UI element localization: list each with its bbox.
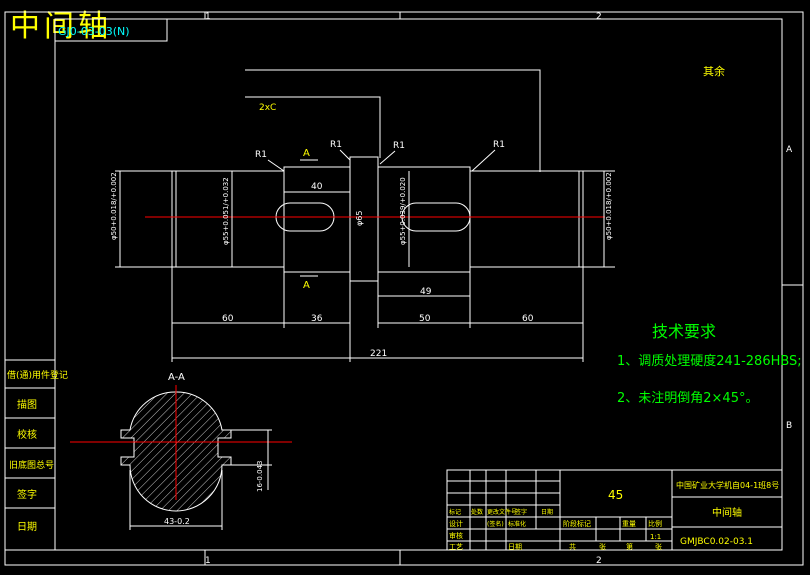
dim-total-length: 221: [370, 349, 387, 359]
tb-scale: 1:1: [650, 533, 661, 541]
left-block-cell-2: 描图: [17, 398, 37, 411]
zone-top-2: 2: [596, 12, 602, 22]
surface-note: 其余: [703, 64, 725, 78]
drawing-code-text: GJ0-03-03(N): [58, 25, 130, 38]
radius-label-4: R1: [493, 140, 505, 150]
title-block-material: 45: [608, 488, 623, 502]
tb-row1-4: 日期: [541, 508, 553, 516]
section-dim-lines: [129, 429, 272, 530]
dim-collar-diameter: φ65: [355, 211, 364, 226]
dim-seg-4: 60: [522, 314, 534, 324]
zone-top-1: 1: [205, 12, 211, 22]
tb-row1-1: 处数: [471, 508, 483, 516]
drawing-title-overlay: 中间轴: [10, 9, 112, 44]
section-label: A-A: [168, 372, 185, 383]
section-key-dim: 16-0.043: [256, 461, 264, 492]
tb-stage-0: 阶段标记: [563, 519, 591, 528]
radius-leaders: [267, 149, 496, 172]
dim-seg-2: 36: [311, 314, 323, 324]
tb-sheet-0: 共: [569, 542, 576, 551]
sheet-frame: [4, 11, 804, 566]
left-block-cell-4: 旧底图总号: [9, 459, 54, 471]
tb-stage-2: 比例: [648, 519, 662, 528]
zone-bottom-2: 2: [596, 556, 602, 566]
title-block-drawing-no: GMJBC0.02-03.1: [680, 537, 753, 547]
zone-right-b: B: [786, 421, 792, 431]
title-block-company: 中国矿业大学机自04-1班8号: [676, 480, 779, 490]
radius-label-3: R1: [393, 141, 405, 151]
tech-req-item-2: 2、未注明倒角2×45°。: [617, 391, 758, 406]
tb-sheet-3: 张: [655, 542, 662, 551]
tech-req-item-1: 1、调质处理硬度241-286HBS;: [617, 353, 802, 369]
section-mark-top: A: [303, 148, 310, 159]
drawing-code-box: [54, 18, 168, 42]
left-block-cell-3: 校核: [17, 428, 37, 441]
dim-left-seat: φ55+0.051/+0.032: [222, 177, 230, 245]
tb-row4-0: 工艺: [449, 543, 463, 551]
tb-row1-2: 更改文件号: [487, 508, 517, 516]
dim-left-journal: φ50+0.018/+0.002: [110, 172, 118, 240]
tb-row2-2: 标准化: [508, 520, 526, 528]
chamfer-note: 2xC: [259, 103, 276, 113]
title-block-part-name: 中间轴: [712, 506, 742, 519]
tb-row3-0: 审核: [449, 531, 463, 540]
shaft-outline: [171, 156, 584, 282]
tb-sheet-2: 第: [626, 542, 633, 551]
left-block-cell-5: 签字: [17, 488, 37, 501]
zone-right-a: A: [786, 145, 793, 155]
tech-req-title: 技术要求: [652, 322, 716, 341]
tb-sheet-1: 张: [599, 542, 606, 551]
tb-row2-1: (签名): [487, 520, 504, 528]
tb-row2-0: 设计: [449, 519, 463, 528]
section-mark-bottom: A: [303, 280, 310, 291]
dim-right-seat: φ55+0.039/+0.020: [399, 177, 407, 245]
section-width-dim: 43-0.2: [164, 517, 190, 526]
tb-row1-0: 标记: [449, 508, 461, 516]
radius-label-1: R1: [255, 150, 267, 160]
dim-seg-1: 60: [222, 314, 234, 324]
leader-line-top: [245, 69, 541, 172]
tb-row1-3: 签字: [515, 508, 527, 516]
dimension-lines: [115, 170, 615, 362]
left-block-cell-1: 借(通)用件登记: [7, 369, 68, 381]
radius-label-2: R1: [330, 140, 342, 150]
dim-keyway-length: 40: [311, 182, 323, 192]
dim-seg-3: 50: [419, 314, 431, 324]
left-block-cell-6: 日期: [17, 521, 37, 533]
title-block: [446, 469, 783, 551]
leader-line-2: [245, 96, 381, 158]
zone-bottom-1: 1: [205, 556, 211, 566]
tb-row4-1: 日期: [508, 543, 522, 551]
tb-stage-1: 重量: [622, 520, 636, 528]
dim-right-journal: φ50+0.018/+0.002: [605, 172, 613, 240]
left-registration-block: [4, 359, 56, 551]
dim-keyway2-length: 49: [420, 287, 432, 297]
